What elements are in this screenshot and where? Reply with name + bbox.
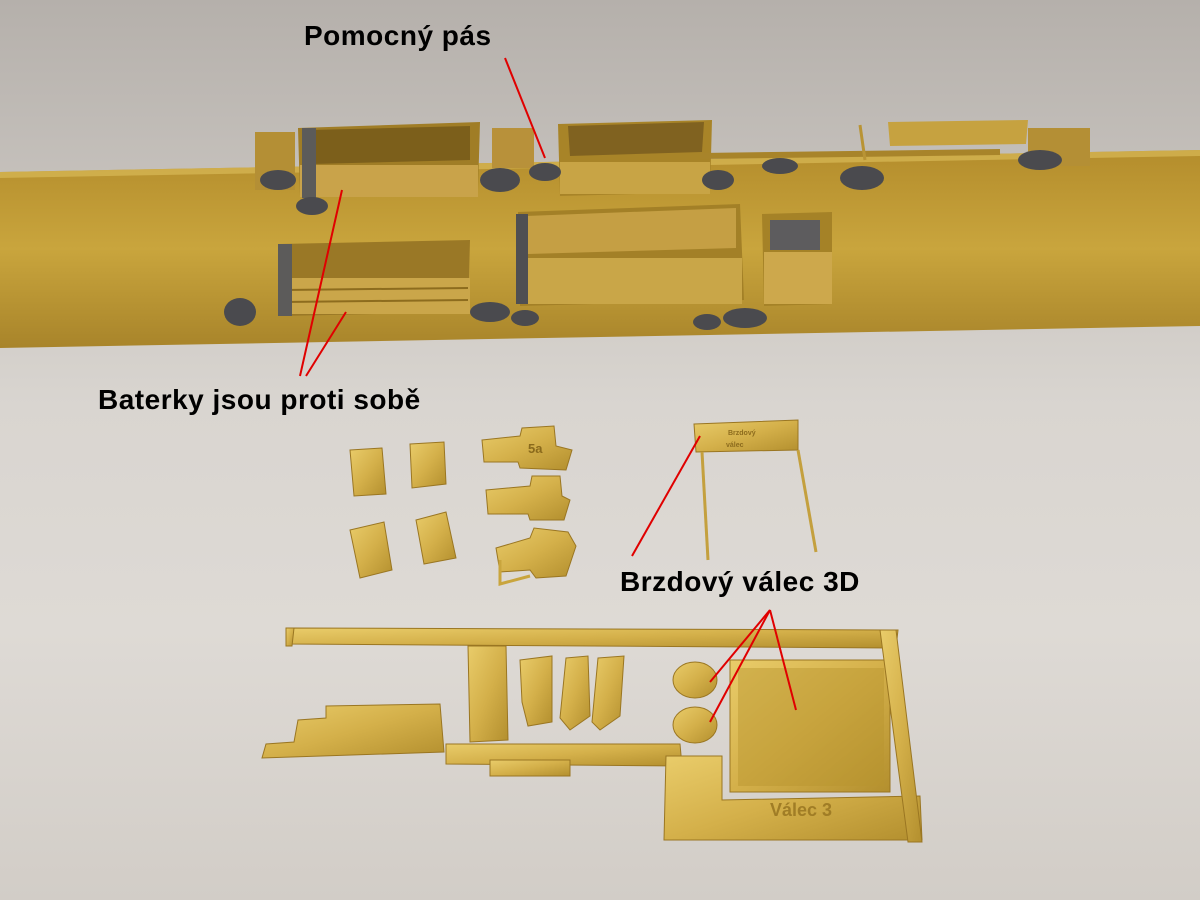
fret-inner-shading [738,668,884,786]
plate-text-line1: Brzdový [728,430,756,437]
battery-box-front-right [762,212,832,306]
solder-blobs [224,150,1062,330]
callout-brake-cylinder: Brzdový válec 3D [620,566,860,597]
callout-batteries: Baterky jsou proti sobě [98,384,421,415]
battery-box-front-left [278,240,470,316]
battery-box-front-middle [516,204,744,306]
battery-box-rear-middle [492,120,712,196]
brake-rigging-rear-right [699,120,1090,166]
plate-text-line2: válec [726,442,744,449]
etched-fret [261,627,923,843]
fret-label: Válec 3 [770,800,832,820]
loose-plates [349,441,457,579]
etched-parts-5a [481,425,577,586]
brake-cylinder-label-plate [693,419,818,561]
part-number-5a: 5a [528,441,543,456]
callout-lines [299,57,797,723]
callout-auxiliary-strip: Pomocný pás [304,20,492,51]
